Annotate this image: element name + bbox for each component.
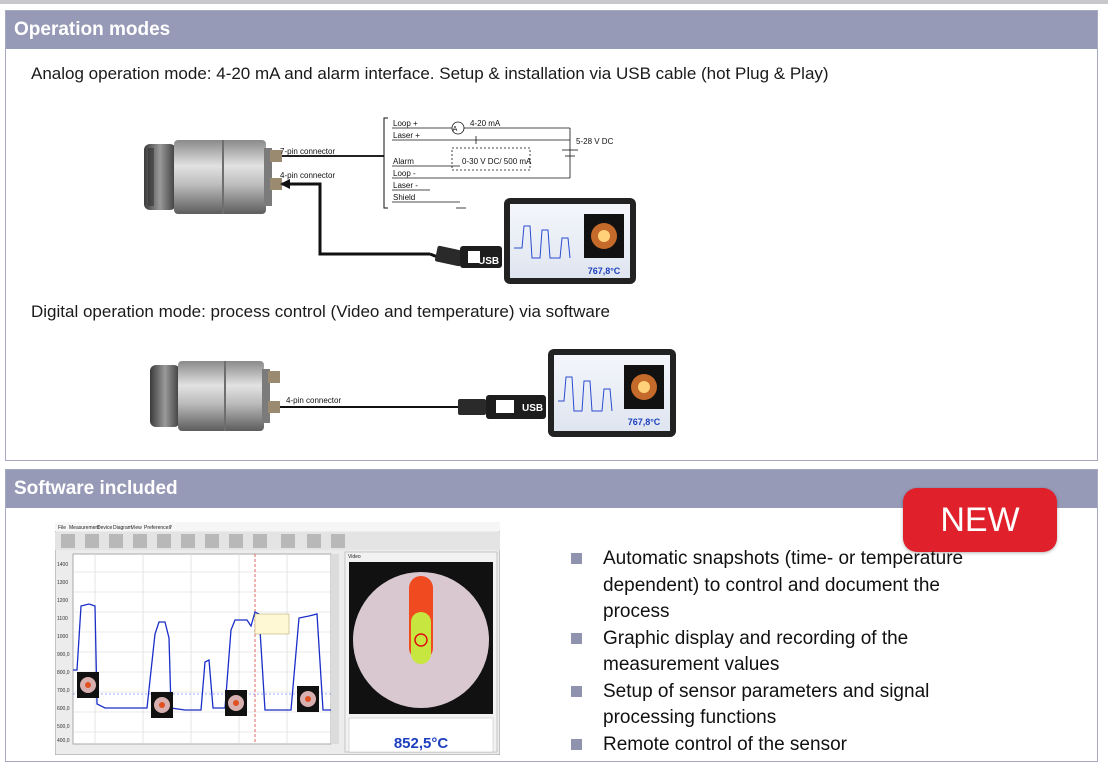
feature-item: Setup of sensor parameters and signal pr… <box>568 679 988 732</box>
bullet-square-icon <box>571 685 582 697</box>
new-badge: NEW <box>903 488 1057 552</box>
temperature-trace <box>73 603 331 711</box>
alarm-label: Alarm <box>393 157 414 166</box>
connector-4pin-label: 4-pin connector <box>280 171 335 180</box>
feature-item: Automatic snapshots (time- or temperatur… <box>568 546 988 626</box>
tablet-temp-digital: 767,8°C <box>628 417 661 427</box>
snapshot-thumbnails <box>77 672 319 718</box>
y-tick-2: 1200 <box>57 598 68 604</box>
feature-list: Automatic snapshots (time- or temperatur… <box>568 546 988 758</box>
y-tick-6: 800,0 <box>57 670 70 676</box>
connector-7pin-label: 7-pin connector <box>280 147 335 156</box>
tablet-digital: 767,8°C <box>548 349 676 437</box>
feature-item: Remote control of the sensor <box>568 732 988 759</box>
top-rule <box>0 0 1108 4</box>
laser-minus-label: Laser - <box>393 181 418 190</box>
y-tick-4: 1000 <box>57 634 68 640</box>
loop-minus-label: Loop - <box>393 169 416 178</box>
analog-wiring-diagram: 7-pin connector 4-pin connector USB Loop… <box>144 117 636 284</box>
y-tick-10: 400,0 <box>57 738 70 744</box>
current-label: 4-20 mA <box>470 119 501 128</box>
menu-measurement: Measurement <box>69 525 100 531</box>
loop-plus-label: Loop + <box>393 119 418 128</box>
usb-label: USB <box>478 256 499 267</box>
menu-diagram: Diagram <box>113 525 132 531</box>
bullet-square-icon <box>571 738 582 750</box>
menu-device: Device <box>97 525 113 531</box>
y-axis-ticks: 1400 1300 1200 1100 1000 900,0 800,0 700… <box>57 562 70 744</box>
software-screenshot: File Measurement Device Diagram View Pre… <box>55 522 500 755</box>
feature-text: Setup of sensor parameters and signal pr… <box>603 680 930 729</box>
sensor-body <box>144 140 282 214</box>
video-temperature: 852,5°C <box>394 735 449 752</box>
feature-text: Remote control of the sensor <box>603 733 847 755</box>
usb-digital-label: USB <box>522 403 543 414</box>
tablet-temp-analog: 767,8°C <box>588 266 621 276</box>
y-tick-3: 1100 <box>57 616 68 622</box>
menu-view: View <box>131 525 142 531</box>
software-menu: File Measurement Device Diagram View Pre… <box>58 525 172 531</box>
shield-label: Shield <box>393 193 415 202</box>
y-tick-7: 700,0 <box>57 688 70 694</box>
connector-4pin-digital-label: 4-pin connector <box>286 396 341 405</box>
supply-label: 5-28 V DC <box>576 137 614 146</box>
y-tick-9: 500,0 <box>57 724 70 730</box>
y-tick-1: 1300 <box>57 580 68 586</box>
laser-plus-label: Laser + <box>393 131 420 140</box>
digital-mode-diagram: 4-pin connector USB 767,8°C <box>150 349 676 437</box>
digital-mode-caption: Digital operation mode: process control … <box>31 302 610 321</box>
feature-text: Graphic display and recording of the mea… <box>603 627 909 676</box>
bullet-square-icon <box>571 553 582 564</box>
operation-modes-title: Operation modes <box>6 11 1097 49</box>
bullet-square-icon <box>571 632 582 644</box>
analog-mode-caption: Analog operation mode: 4-20 mA and alarm… <box>31 64 829 83</box>
y-tick-5: 900,0 <box>57 652 70 658</box>
menu-help: ? <box>169 525 172 531</box>
feature-item: Graphic display and recording of the mea… <box>568 626 988 679</box>
menu-preferences: Preferences <box>144 525 171 531</box>
y-tick-0: 1400 <box>57 562 68 568</box>
menu-file: File <box>58 525 66 531</box>
feature-text: Automatic snapshots (time- or temperatur… <box>603 548 964 622</box>
sensor-body-digital <box>150 361 280 431</box>
video-panel-label: Video <box>348 554 361 560</box>
tablet-analog: 767,8°C <box>504 198 636 284</box>
alarm-spec-label: 0-30 V DC/ 500 mA <box>462 157 532 166</box>
y-tick-8: 600,0 <box>57 706 70 712</box>
ammeter-label: A <box>453 126 458 133</box>
